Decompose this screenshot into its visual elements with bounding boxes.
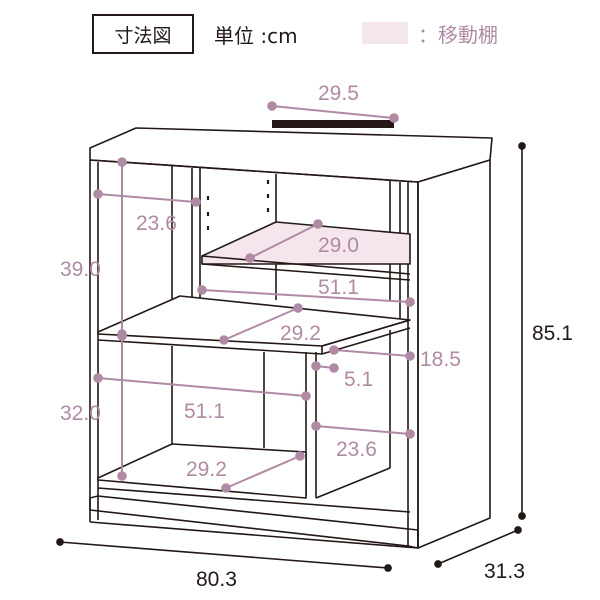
shelf-peg-holes [206, 180, 270, 230]
label-right-mid-height: 5.1 [344, 368, 373, 391]
label-upper-left-depth: 23.6 [136, 212, 177, 235]
label-lower-right-depth: 23.6 [336, 438, 377, 461]
label-right-top-height: 18.5 [420, 348, 461, 371]
label-overall-height: 85.1 [532, 322, 573, 345]
label-movable-shelf-depth: 29.0 [318, 234, 359, 257]
diagram-title: 寸法図 [114, 24, 172, 47]
dim-bottom-shelf-depth [221, 451, 305, 493]
label-lower-inner-width: 51.1 [184, 400, 225, 423]
diagram-title-box: 寸法図 [92, 14, 194, 54]
dimension-lines [93, 101, 415, 493]
dim-overall-depth [434, 526, 522, 568]
label-mid-shelf-depth: 29.2 [280, 322, 321, 345]
movable-shelf-legend-label: ：移動棚 [418, 23, 498, 47]
dim-lower-right-depth [311, 421, 415, 439]
top-handle-strip [272, 120, 394, 128]
dim-right-mid-height [311, 361, 339, 373]
label-upper-inner-width: 51.1 [318, 276, 359, 299]
dim-lower-inner-width [93, 373, 311, 401]
label-overall-width: 80.3 [196, 568, 237, 591]
label-top-shelf-width: 29.5 [318, 82, 359, 105]
middle-shelf [97, 295, 411, 347]
dim-mid-shelf-depth [219, 303, 303, 345]
bottom-plinth [89, 495, 419, 549]
dim-top-shelf-width [267, 101, 399, 123]
dim-upper-inner-width [197, 285, 415, 307]
movable-shelf [201, 221, 411, 265]
dim-right-top-height [329, 345, 415, 361]
dim-movable-shelf-depth [245, 219, 323, 263]
movable-shelf-swatch [362, 22, 408, 44]
dim-upper-left-depth [93, 189, 201, 207]
label-lower-height: 32.0 [60, 402, 101, 425]
dim-overall-width [56, 538, 392, 572]
overall-dimension-lines [56, 142, 526, 572]
dimension-labels: 29.5 23.6 29.0 39.0 51.1 29.2 18.5 5.1 3… [60, 82, 573, 591]
label-upper-height: 39.0 [60, 258, 101, 281]
unit-label: 単位 :cm [214, 24, 298, 48]
label-overall-depth: 31.3 [484, 560, 525, 583]
label-bottom-shelf-depth: 29.2 [186, 458, 227, 481]
